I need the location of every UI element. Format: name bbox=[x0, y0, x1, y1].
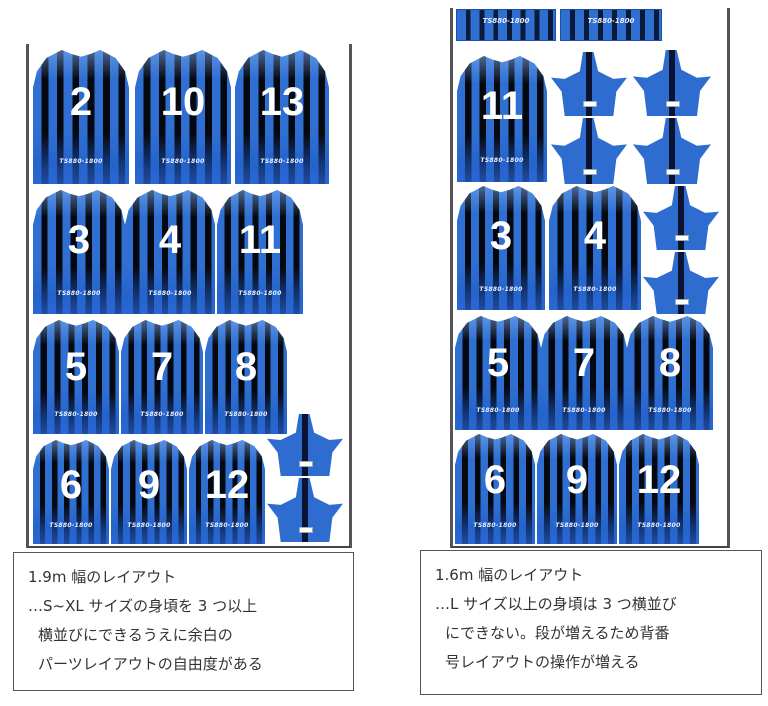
size-tag bbox=[674, 235, 690, 242]
jersey-number: 6 bbox=[59, 462, 83, 507]
jersey-number: 8 bbox=[658, 341, 682, 386]
model-label: TS880-1800 bbox=[482, 17, 530, 25]
jersey-number: 7 bbox=[572, 341, 596, 386]
model-label: TS880-1800 bbox=[161, 158, 205, 166]
jersey-number: 13 bbox=[259, 80, 305, 125]
jersey-number: 12 bbox=[636, 458, 682, 503]
model-label: TS880-1800 bbox=[473, 521, 517, 529]
sleeve-panel bbox=[643, 252, 719, 314]
size-tag bbox=[674, 299, 690, 306]
size-tag bbox=[298, 527, 314, 534]
model-label: TS880-1800 bbox=[479, 285, 523, 293]
jersey-number: 10 bbox=[160, 80, 206, 125]
model-label: TS880-1800 bbox=[555, 521, 599, 529]
size-tag bbox=[582, 168, 598, 175]
caption-1-6m: 1.6m 幅のレイアウト …L サイズ以上の身頃は 3 つ横並び にできない。段… bbox=[420, 550, 762, 695]
model-label: TS880-1800 bbox=[54, 411, 98, 419]
caption-line: 号レイアウトの操作が増える bbox=[445, 653, 640, 671]
caption-line: にできない。段が増えるため背番 bbox=[445, 624, 670, 642]
jersey-hem-strip: TS880-1800 bbox=[560, 9, 662, 41]
jersey-number: 3 bbox=[67, 217, 91, 262]
model-label: TS880-1800 bbox=[59, 158, 103, 166]
model-label: TS880-1800 bbox=[224, 411, 268, 419]
model-label: TS880-1800 bbox=[49, 522, 93, 530]
sleeve-panel bbox=[267, 478, 343, 542]
jersey-number: 3 bbox=[489, 213, 513, 258]
size-tag bbox=[665, 168, 681, 175]
model-label: TS880-1800 bbox=[573, 285, 617, 293]
model-label: TS880-1800 bbox=[57, 289, 101, 297]
model-label: TS880-1800 bbox=[562, 407, 606, 415]
sleeve-panel bbox=[643, 186, 719, 250]
model-label: TS880-1800 bbox=[480, 157, 524, 165]
jersey-number: 4 bbox=[583, 213, 607, 258]
jersey-hem-strip: TS880-1800 bbox=[456, 9, 556, 41]
jersey-number: 11 bbox=[480, 84, 524, 129]
model-label: TS880-1800 bbox=[238, 289, 282, 297]
model-label: TS880-1800 bbox=[140, 411, 184, 419]
jersey-number: 2 bbox=[69, 80, 93, 125]
caption-line: 横並びにできるうえに余白の bbox=[38, 626, 233, 644]
caption-title: 1.6m 幅のレイアウト bbox=[435, 566, 584, 584]
jersey-number: 6 bbox=[483, 458, 507, 503]
sleeve-panel bbox=[551, 118, 627, 184]
caption-1-9m: 1.9m 幅のレイアウト …S~XL サイズの身頃を 3 つ以上 横並びにできる… bbox=[13, 552, 354, 691]
model-label: TS880-1800 bbox=[476, 407, 520, 415]
jersey-number: 11 bbox=[238, 217, 282, 262]
sleeve-panel bbox=[633, 118, 711, 184]
jersey-number: 9 bbox=[565, 458, 589, 503]
sleeve-panel bbox=[633, 50, 711, 116]
jersey-number: 5 bbox=[64, 345, 88, 390]
model-label: TS880-1800 bbox=[637, 521, 681, 529]
sleeve-panel bbox=[551, 52, 627, 116]
caption-line: パーツレイアウトの自由度がある bbox=[38, 655, 263, 673]
model-label: TS880-1800 bbox=[148, 289, 192, 297]
jersey-number: 5 bbox=[486, 341, 510, 386]
jersey-number: 8 bbox=[234, 345, 258, 390]
size-tag bbox=[298, 461, 314, 468]
size-tag bbox=[582, 101, 598, 108]
caption-line: …S~XL サイズの身頃を 3 つ以上 bbox=[28, 597, 258, 615]
model-label: TS880-1800 bbox=[648, 407, 692, 415]
jersey-number: 7 bbox=[150, 345, 174, 390]
model-label: TS880-1800 bbox=[587, 17, 635, 25]
model-label: TS880-1800 bbox=[260, 158, 304, 166]
size-tag bbox=[665, 100, 681, 107]
jersey-number: 9 bbox=[137, 462, 161, 507]
model-label: TS880-1800 bbox=[127, 522, 171, 530]
jersey-number: 4 bbox=[158, 217, 182, 262]
caption-line: …L サイズ以上の身頃は 3 つ横並び bbox=[435, 595, 677, 613]
jersey-number: 12 bbox=[204, 462, 250, 507]
caption-title: 1.9m 幅のレイアウト bbox=[28, 568, 177, 586]
model-label: TS880-1800 bbox=[205, 522, 249, 530]
